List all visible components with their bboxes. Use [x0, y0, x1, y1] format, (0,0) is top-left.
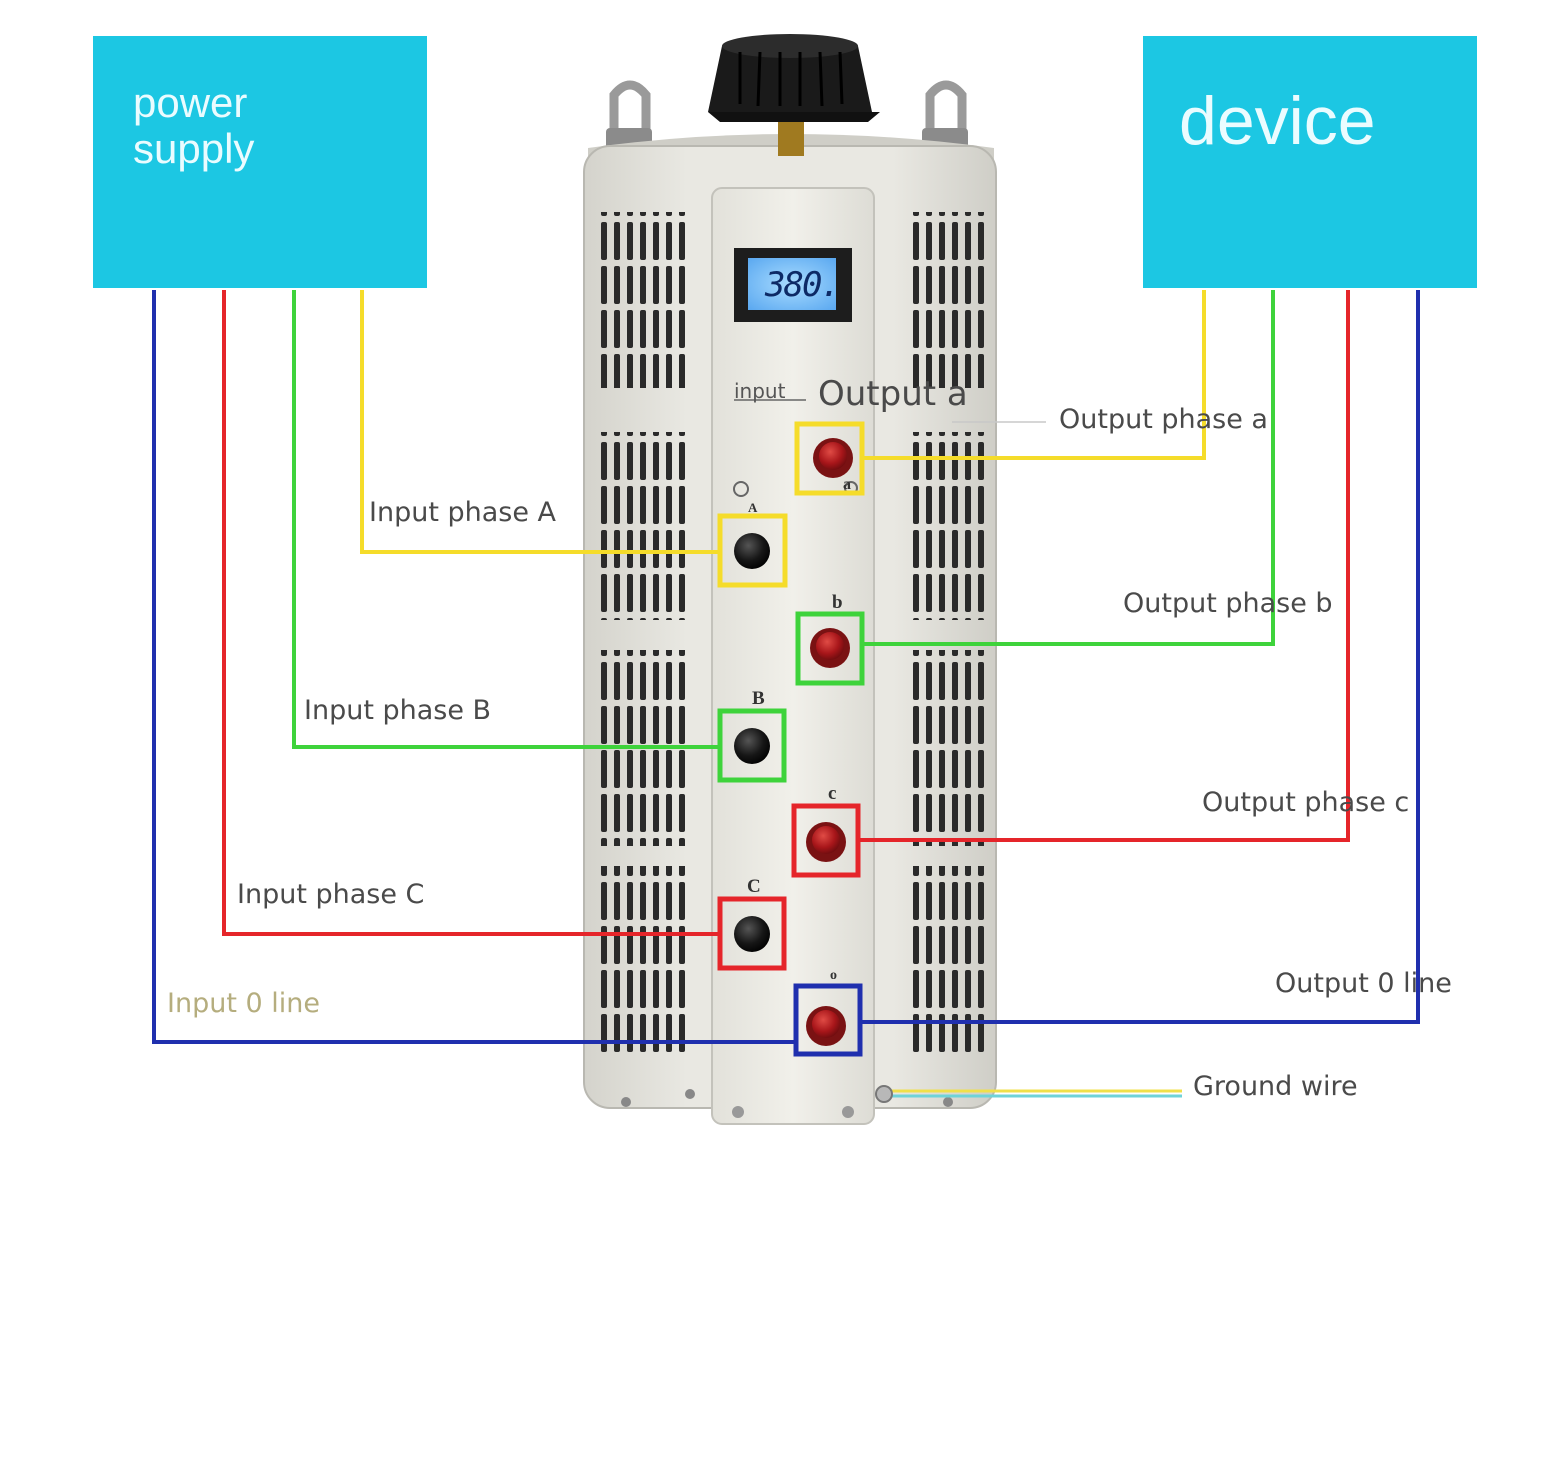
wire-output-phase-a	[862, 290, 1206, 460]
panel-label-input: input	[734, 379, 786, 403]
label-input-phase-c: Input phase C	[237, 879, 425, 910]
terminal-input-c	[717, 896, 787, 971]
terminal-letter-a: a	[843, 476, 851, 493]
wire-input-zero	[152, 290, 796, 1044]
terminal-output-b	[795, 611, 865, 686]
terminal-letter-c: c	[828, 783, 837, 804]
wire-input-phase-b	[292, 290, 720, 749]
terminal-input-a	[717, 513, 788, 588]
voltage-display	[734, 248, 852, 322]
wire-input-phase-c	[222, 290, 720, 936]
power-supply-box: power supply	[93, 36, 427, 288]
terminal-output-a	[794, 421, 865, 496]
label-output-phase-b: Output phase b	[1123, 588, 1333, 619]
label-output-zero-line: Output 0 line	[1275, 968, 1452, 999]
terminal-letter-o: o	[830, 968, 837, 983]
terminal-letter-A: A	[748, 500, 758, 515]
panel-label-output: Output a	[818, 374, 968, 414]
label-input-phase-b: Input phase B	[304, 695, 492, 726]
vent-grille-left	[596, 212, 686, 1054]
vent-grille-right	[906, 212, 990, 1054]
terminal-letter-b: b	[832, 592, 843, 613]
terminal-output-c	[791, 803, 861, 878]
label-output-phase-c: Output phase c	[1202, 787, 1410, 818]
device-box: device	[1143, 36, 1477, 288]
power-supply-label: power supply	[133, 79, 255, 173]
terminals	[717, 421, 893, 1103]
wire-output-zero	[860, 290, 1420, 1024]
terminal-input-b	[717, 708, 787, 783]
voltage-readout: 380.	[765, 265, 841, 305]
lifting-handle-left	[606, 80, 652, 150]
voltage-regulator	[583, 34, 1046, 1125]
ground-stud	[875, 1085, 893, 1103]
wire-output-phase-c	[858, 290, 1350, 842]
terminal-letter-B: B	[752, 688, 765, 709]
wire-output-phase-b	[862, 290, 1275, 646]
device-label: device	[1179, 83, 1376, 159]
terminal-letter-C: C	[747, 876, 761, 897]
wire-input-phase-a	[360, 290, 720, 554]
wires	[152, 290, 1420, 1098]
lifting-handle-right	[922, 80, 968, 150]
label-input-phase-a: Input phase A	[369, 497, 557, 528]
label-ground-wire: Ground wire	[1193, 1071, 1358, 1102]
label-input-zero-line: Input 0 line	[167, 988, 320, 1019]
voltage-adjust-knob	[708, 34, 880, 122]
terminal-output-zero	[793, 983, 863, 1057]
label-output-phase-a: Output phase a	[1059, 404, 1268, 435]
